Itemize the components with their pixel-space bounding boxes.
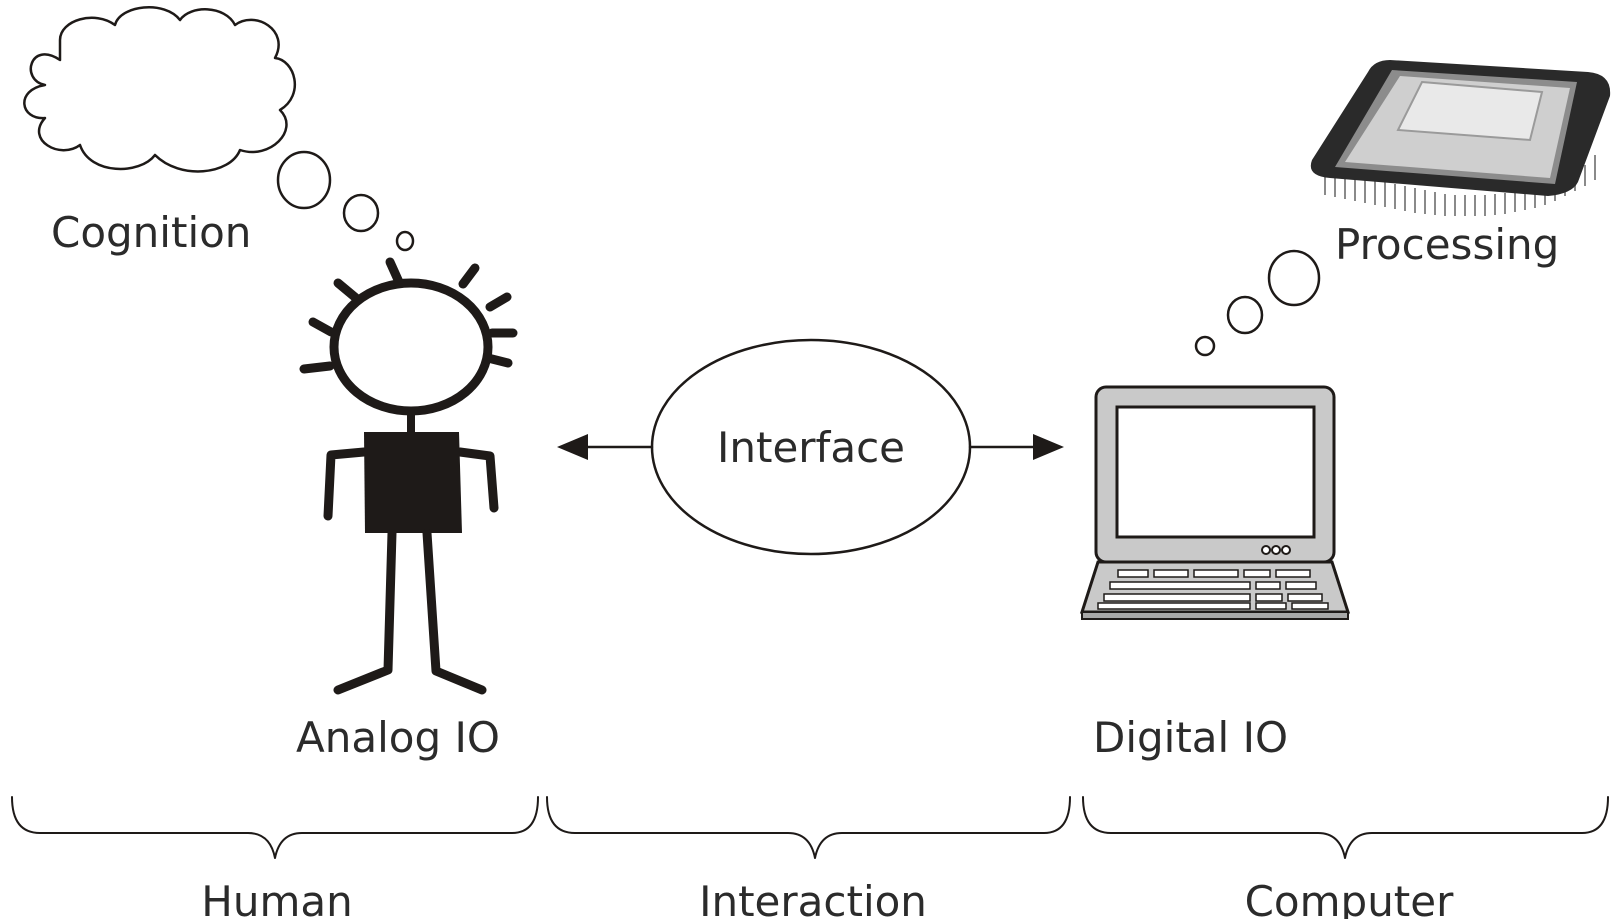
interaction-section-label: Interaction: [699, 877, 927, 919]
human-brace: [11, 796, 539, 859]
computer-thought-bubbles: [1194, 249, 1321, 357]
cognition-label: Cognition: [51, 208, 251, 257]
laptop-icon: [1079, 385, 1351, 620]
human-section-label: Human: [201, 877, 352, 919]
thought-cloud-icon: [23, 6, 415, 252]
computer-section-label: Computer: [1245, 877, 1455, 919]
interface-label: Interface: [717, 423, 905, 472]
digital-io-label: Digital IO: [1093, 713, 1288, 762]
arrow-left-icon: [557, 434, 588, 460]
arrow-right-icon: [1033, 434, 1064, 460]
analog-io-label: Analog IO: [296, 713, 500, 762]
stick-figure-icon: [299, 257, 518, 695]
cpu-chip-icon: [1310, 60, 1611, 216]
computer-brace: [1082, 796, 1609, 859]
interaction-brace: [546, 796, 1071, 859]
interface-node: [557, 338, 1064, 556]
processing-label: Processing: [1335, 220, 1559, 269]
